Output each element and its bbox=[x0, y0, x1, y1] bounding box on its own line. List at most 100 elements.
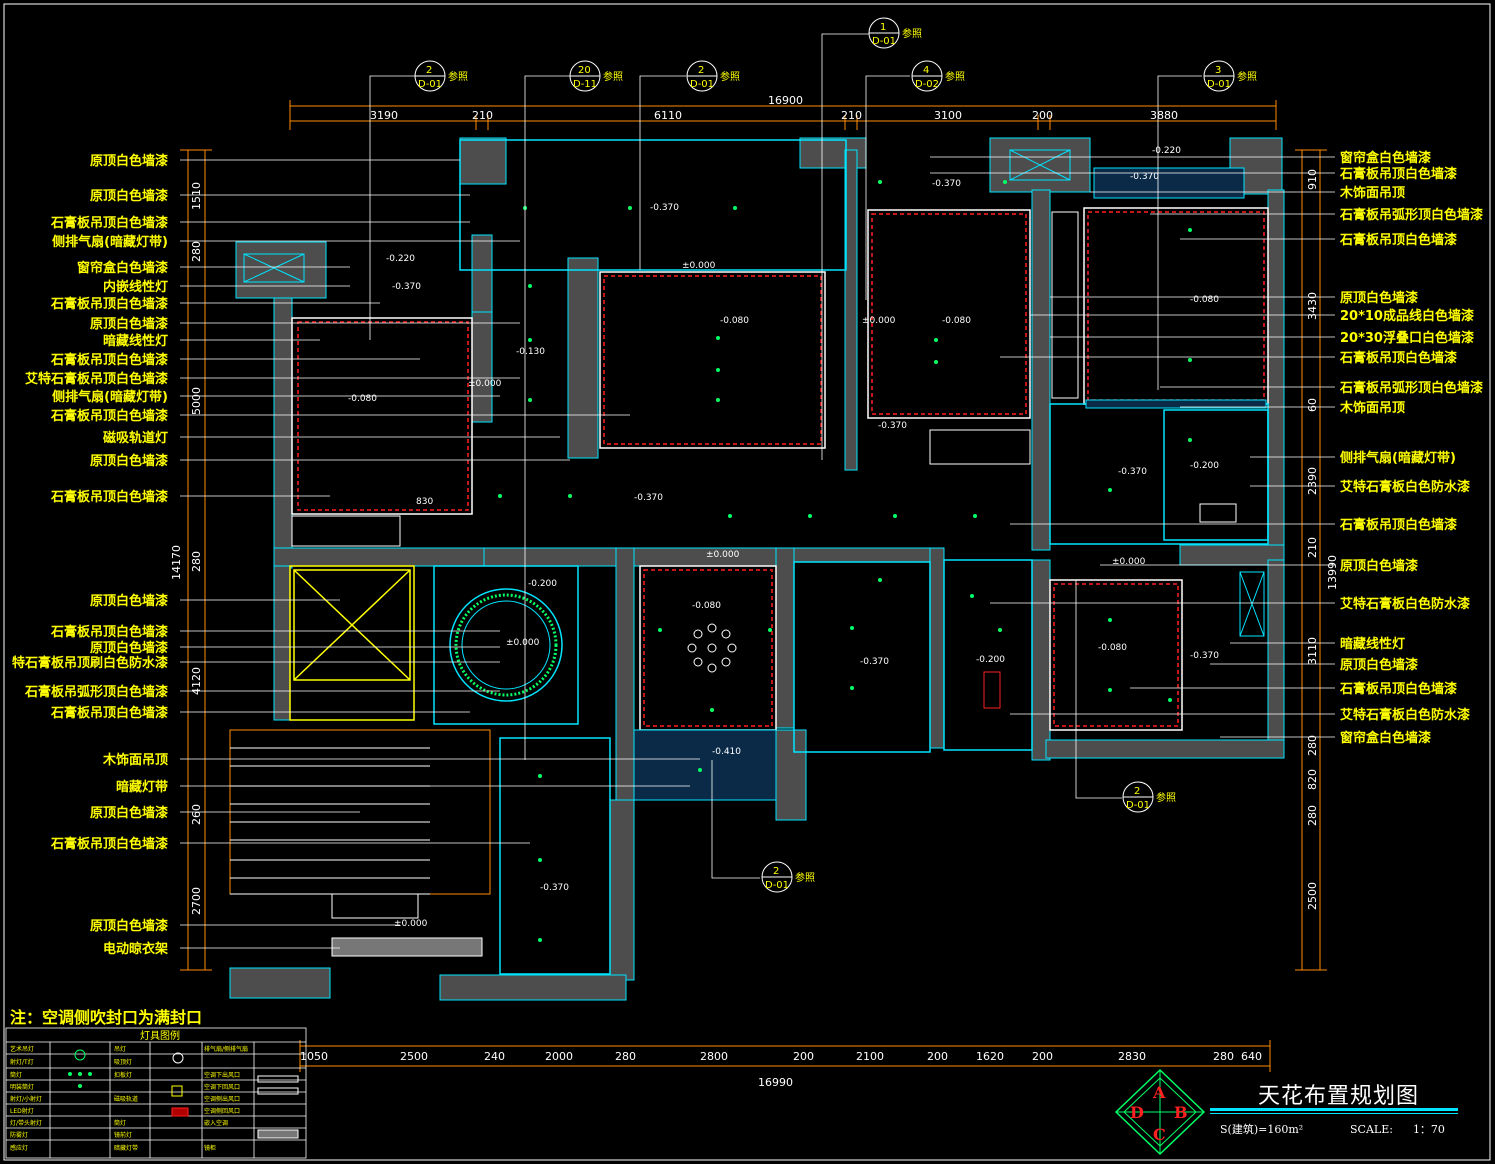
dim-bottom-1: 2500 bbox=[400, 1050, 428, 1063]
legend-table bbox=[5, 1027, 307, 1159]
dim-bottom-5: 2800 bbox=[700, 1050, 728, 1063]
svg-text:明装筒灯: 明装筒灯 bbox=[10, 1083, 34, 1091]
round-ceiling bbox=[449, 588, 563, 702]
ref-4-num: 4 bbox=[923, 65, 929, 76]
dim-right-9: 2500 bbox=[1306, 882, 1319, 910]
dim-top-5: 200 bbox=[1032, 109, 1053, 122]
left-label-17: 石膏板吊顶白色墙漆 bbox=[50, 624, 168, 640]
dim-left-5: 260 bbox=[190, 804, 203, 825]
ceiling-lights bbox=[498, 180, 1192, 942]
dim-bottom-12: 280 bbox=[1213, 1050, 1234, 1063]
drawing-note: 注：空调侧吹封口为满封口 bbox=[10, 1008, 203, 1027]
legend-symbols bbox=[68, 1049, 299, 1139]
svg-text:射灯/T灯: 射灯/T灯 bbox=[10, 1058, 34, 1066]
level-27: -0.370 bbox=[540, 883, 569, 893]
scale-value: 1：70 bbox=[1412, 1123, 1445, 1136]
dim-left-4: 4120 bbox=[190, 667, 203, 695]
right-label-9: 石膏板吊弧形顶白色墙漆 bbox=[1339, 380, 1483, 396]
ref-7-label: 参照 bbox=[795, 871, 815, 884]
closet-panels bbox=[291, 211, 1237, 957]
ref-3-label: 参照 bbox=[720, 70, 740, 83]
wood-ceiling-panels bbox=[633, 167, 1267, 801]
ref-7-num: 2 bbox=[773, 866, 779, 877]
exhaust-boxes bbox=[243, 149, 1265, 637]
stair-lines bbox=[229, 729, 491, 895]
right-label-6: 20*10成品线白色墙漆 bbox=[1340, 308, 1474, 324]
right-label-20: 窗帘盒白色墙漆 bbox=[1340, 730, 1431, 746]
level-22: -0.200 bbox=[976, 655, 1005, 665]
dim-bottom-0: 1050 bbox=[300, 1050, 328, 1063]
logo-letter-b: B bbox=[1174, 1103, 1188, 1122]
left-label-24: 原顶白色墙漆 bbox=[90, 805, 168, 821]
dim-right-3: 2390 bbox=[1306, 467, 1319, 495]
svg-text:空调侧回风口: 空调侧回风口 bbox=[204, 1107, 240, 1115]
level-20: -0.080 bbox=[692, 601, 721, 611]
level-4: -0.370 bbox=[392, 282, 421, 292]
left-label-25: 石膏板吊顶白色墙漆 bbox=[50, 836, 168, 852]
ref-1-num: 2 bbox=[426, 65, 432, 76]
right-label-15: 艾特石膏板白色防水漆 bbox=[1340, 596, 1470, 612]
drawing-title: 天花布置规划图 bbox=[1258, 1084, 1420, 1109]
title-underline bbox=[1210, 1108, 1458, 1111]
level-24: -0.080 bbox=[1098, 643, 1127, 653]
legend-text: 灯具图例 艺术吊灯 吊灯 排气扇/侧排气扇 射灯/T灯 吸顶灯 筒灯 扣板灯 空… bbox=[10, 1029, 248, 1152]
ref-1-label: 参照 bbox=[448, 70, 468, 83]
svg-text:-0.370: -0.370 bbox=[634, 493, 663, 503]
left-label-26: 原顶白色墙漆 bbox=[90, 918, 168, 934]
bottom-dim-text: 1050 2500 240 2000 280 2800 200 2100 200… bbox=[300, 1050, 1262, 1089]
ref-0-label: 参照 bbox=[902, 27, 922, 40]
level-9: -0.080 bbox=[942, 316, 971, 326]
left-label-3: 侧排气扇(暗藏灯带) bbox=[52, 234, 168, 250]
svg-text:嵌入空调: 嵌入空调 bbox=[204, 1119, 228, 1127]
dim-top-6: 3880 bbox=[1150, 109, 1178, 122]
left-label-11: 侧排气扇(暗藏灯带) bbox=[52, 389, 168, 405]
right-material-labels: 窗帘盒白色墙漆 石膏板吊顶白色墙漆 木饰面吊顶 石膏板吊弧形顶白色墙漆 石膏板吊… bbox=[1339, 150, 1483, 746]
bottom-dimensions bbox=[299, 1040, 1271, 1072]
dim-bottom-7: 2100 bbox=[856, 1050, 884, 1063]
left-label-18: 原顶白色墙漆 bbox=[90, 640, 168, 656]
abcd-logo: A B C D bbox=[1114, 1068, 1206, 1156]
dim-bottom-11: 2830 bbox=[1118, 1050, 1146, 1063]
dim-bottom-8: 200 bbox=[927, 1050, 948, 1063]
svg-text:镜前灯: 镜前灯 bbox=[114, 1131, 132, 1139]
dim-left-0: 1510 bbox=[190, 182, 203, 210]
dim-right-5: 3110 bbox=[1306, 637, 1319, 665]
dim-right-total: 13990 bbox=[1326, 555, 1339, 590]
logo-letter-d: D bbox=[1130, 1103, 1144, 1122]
dim-right-8: 280 bbox=[1306, 805, 1319, 826]
right-label-11: 侧排气扇(暗藏灯带) bbox=[1340, 450, 1456, 466]
svg-text:艺术吊灯: 艺术吊灯 bbox=[10, 1045, 34, 1053]
svg-text:磁吸轨道: 磁吸轨道 bbox=[114, 1095, 138, 1103]
level-21: -0.370 bbox=[860, 657, 889, 667]
ref-4-code: D-02 bbox=[915, 79, 939, 90]
left-label-21: 石膏板吊顶白色墙漆 bbox=[50, 705, 168, 721]
svg-text:空调下出风口: 空调下出风口 bbox=[204, 1071, 240, 1079]
svg-text:感应灯: 感应灯 bbox=[10, 1144, 28, 1152]
level-13: -0.080 bbox=[1190, 295, 1219, 305]
level-7: -0.080 bbox=[348, 394, 377, 404]
right-dim-text: 13990 910 3430 60 2390 210 3110 280 820 … bbox=[1306, 169, 1339, 910]
left-label-27: 电动晾衣架 bbox=[103, 941, 168, 957]
left-leader-lines bbox=[180, 159, 700, 949]
ref-5-num: 3 bbox=[1215, 65, 1221, 76]
title-underline-thin bbox=[1210, 1113, 1458, 1114]
left-label-5: 内嵌线性灯 bbox=[103, 279, 168, 295]
right-label-8: 石膏板吊顶白色墙漆 bbox=[1339, 350, 1457, 366]
ref-2-label: 参照 bbox=[603, 70, 623, 83]
legend-title: 灯具图例 bbox=[140, 1029, 180, 1042]
level-23: ±0.000 bbox=[1112, 557, 1146, 567]
level-18: -0.200 bbox=[528, 579, 557, 589]
dim-left-3: 280 bbox=[190, 551, 203, 572]
level-1: ±0.000 bbox=[682, 261, 716, 271]
level-28: ±0.000 bbox=[394, 919, 428, 929]
left-label-19: 特石膏板吊顶刷白色防水漆 bbox=[12, 655, 168, 671]
ref-5-code: D-01 bbox=[1207, 79, 1231, 90]
ref-3-num: 2 bbox=[698, 65, 704, 76]
left-label-14: 原顶白色墙漆 bbox=[90, 453, 168, 469]
reference-leaders bbox=[369, 33, 1202, 879]
svg-text:筒灯: 筒灯 bbox=[114, 1119, 126, 1127]
ref-7-code: D-01 bbox=[765, 880, 789, 891]
left-label-9: 石膏板吊顶白色墙漆 bbox=[50, 352, 168, 368]
dim-left-2: 5000 bbox=[190, 387, 203, 415]
right-label-2: 木饰面吊顶 bbox=[1339, 185, 1405, 201]
